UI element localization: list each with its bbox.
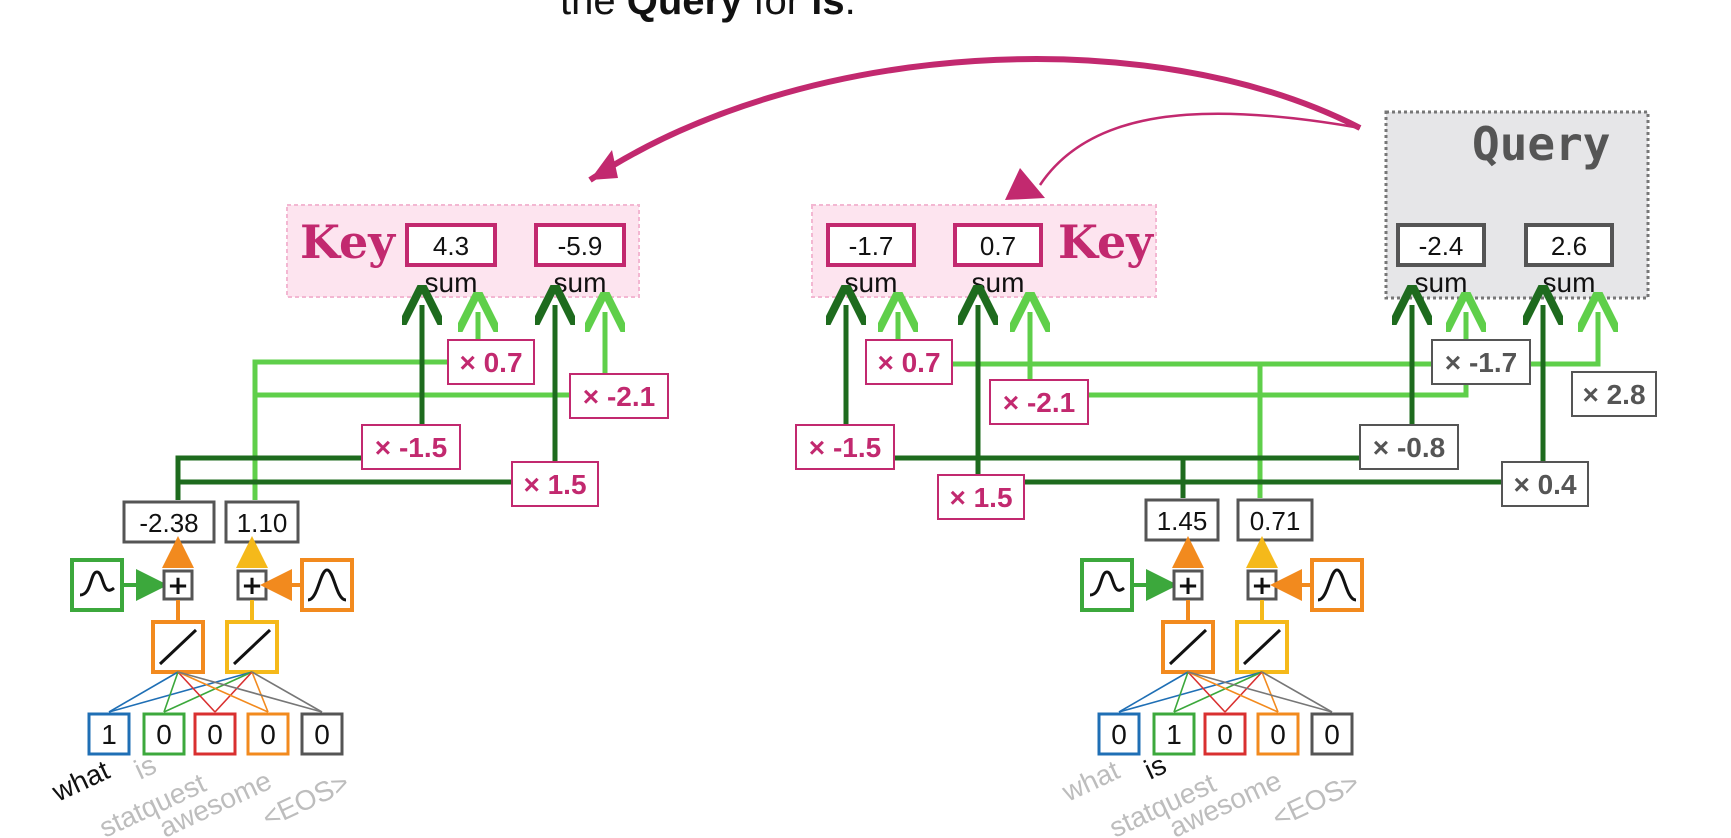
right-one-hot-5-box [1310, 712, 1354, 756]
arrowhead-right-key [1005, 168, 1045, 200]
right-key-weight-box-4 [937, 474, 1025, 520]
query-to-right-key-arrow [1038, 112, 1361, 186]
left-one-hot-3: 0 [207, 719, 223, 750]
left-input-connections [108, 671, 323, 713]
right-key-weight-box-2 [989, 379, 1089, 425]
query-label: Query [1472, 117, 1610, 171]
right-one-hot-1: 0 [1111, 719, 1127, 750]
left-one-hot-4-box [246, 712, 290, 756]
right-encoding-1: 1.45 [1157, 506, 1208, 536]
right-one-hot-3-box [1203, 712, 1247, 756]
query-value-2-box [1524, 223, 1614, 267]
left-weight-box-2 [569, 373, 669, 419]
left-key-value-2-box [534, 223, 626, 267]
svg-text:+: + [241, 571, 263, 601]
right-key-weight-1: × 0.7 [877, 347, 940, 378]
left-one-hot-5-box [300, 712, 344, 756]
left-encoding-1-box [122, 500, 216, 544]
left-key-label: Key [300, 215, 396, 269]
left-encoding-2: 1.10 [237, 508, 288, 538]
left-key-value-1: 4.3 [433, 231, 469, 261]
svg-text:+: + [1251, 571, 1273, 601]
arrowhead-left-key [590, 150, 618, 180]
query-value-1-box [1396, 223, 1486, 267]
left-weight-4: × 1.5 [523, 469, 586, 500]
left-weight-1: × 0.7 [459, 347, 522, 378]
left-weight-box-3 [361, 424, 461, 470]
svg-text:+: + [167, 571, 189, 601]
left-weight-3: × -1.5 [375, 432, 447, 463]
left-encoding-1: -2.38 [139, 508, 198, 538]
right-key-weight-2: × -2.1 [1003, 387, 1075, 418]
right-encoding-2: 0.71 [1250, 506, 1301, 536]
right-one-hot-3: 0 [1217, 719, 1233, 750]
left-network: Key 4.3 -5.9 sum sum × 0.7 × -2.1 × -1.5… [47, 204, 669, 838]
right-key-label: Key [1058, 215, 1154, 269]
right-input-connections [1118, 671, 1333, 713]
left-weight-box-4 [511, 461, 599, 507]
right-key-weight-4: × 1.5 [949, 482, 1012, 513]
right-key-sum-label-1: sum [845, 267, 898, 298]
right-key-sum-label-2: sum [972, 267, 1025, 298]
left-one-hot-4: 0 [260, 719, 276, 750]
left-weight-box-1 [447, 339, 535, 385]
sigmoid-wave-icon [1080, 558, 1134, 612]
bell-curve-icon [1310, 558, 1364, 612]
left-one-hot-1-box [87, 712, 131, 756]
right-light-green-paths [898, 312, 1598, 498]
left-key-value-2: -5.9 [558, 231, 603, 261]
left-one-hot-3-box [193, 712, 237, 756]
left-one-hot-5: 0 [314, 719, 330, 750]
left-weight-2: × -2.1 [583, 381, 655, 412]
right-network: -1.7 0.7 Key sum sum Query -2.4 2.6 sum … [795, 110, 1657, 838]
right-token-what: what [1057, 754, 1125, 808]
query-sum-label-2: sum [1543, 267, 1596, 298]
right-key-weight-3: × -1.5 [809, 432, 881, 463]
sigmoid-wave-icon [70, 558, 124, 612]
left-sum-label-2: sum [554, 267, 607, 298]
right-key-value-2: 0.7 [980, 231, 1016, 261]
right-one-hot-2-box [1152, 712, 1196, 756]
right-one-hot-1-box [1097, 712, 1141, 756]
title: the Query for is. [560, 0, 856, 23]
query-weight-box-3 [1359, 424, 1459, 470]
plus-icon [162, 569, 194, 601]
right-token-eos: <EOS> [1267, 767, 1363, 834]
left-one-hot-2: 0 [156, 719, 172, 750]
query-weight-box-2 [1571, 371, 1657, 417]
left-token-eos: <EOS> [257, 767, 353, 834]
query-value-2: 2.6 [1551, 231, 1587, 261]
query-value-1: -2.4 [1419, 231, 1464, 261]
query-sum-label-1: sum [1415, 267, 1468, 298]
right-one-hot-4-box [1256, 712, 1300, 756]
right-one-hot-5: 0 [1324, 719, 1340, 750]
left-token-what: what [47, 754, 115, 808]
query-weight-box-4 [1501, 461, 1589, 507]
plus-icon [1172, 569, 1204, 601]
query-weight-2: × 2.8 [1582, 379, 1645, 410]
left-one-hot-2-box [142, 712, 186, 756]
left-key-value-1-box [405, 223, 497, 267]
bell-curve-icon [300, 558, 354, 612]
svg-text:+: + [1177, 571, 1199, 601]
right-key-value-1: -1.7 [849, 231, 894, 261]
query-weight-1: × -1.7 [1445, 347, 1517, 378]
query-to-left-key-arrow [588, 56, 1362, 183]
query-weight-4: × 0.4 [1513, 469, 1576, 500]
left-dark-green-paths [175, 305, 555, 500]
left-encoding-2-box [224, 500, 300, 544]
left-sum-label-1: sum [425, 267, 478, 298]
query-weight-box-1 [1431, 339, 1531, 385]
right-key-value-1-box [826, 223, 916, 267]
right-key-value-2-box [953, 223, 1043, 267]
left-one-hot-1: 1 [101, 719, 117, 750]
right-key-weight-box-1 [865, 339, 953, 385]
right-one-hot-2: 1 [1166, 719, 1182, 750]
right-key-weight-box-3 [795, 424, 895, 470]
right-one-hot-4: 0 [1270, 719, 1286, 750]
query-weight-3: × -0.8 [1373, 432, 1445, 463]
